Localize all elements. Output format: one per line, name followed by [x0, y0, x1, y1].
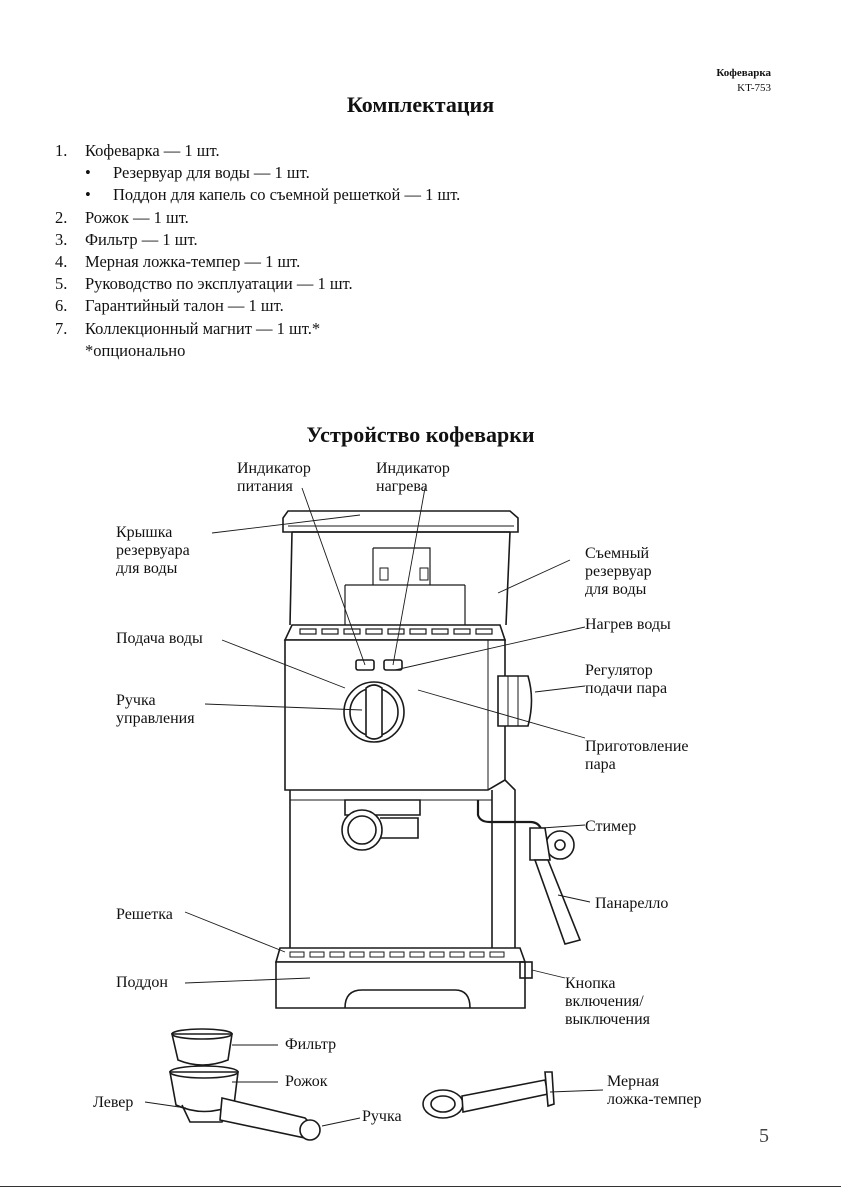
water-tank-shape — [289, 531, 511, 626]
label-filter: Фильтр — [285, 1036, 337, 1053]
header-model: KT-753 — [737, 82, 771, 94]
header-brand: Кофеварка — [716, 67, 771, 79]
heat-indicator-shape — [383, 659, 403, 671]
label-lever: Левер — [93, 1094, 134, 1111]
tank-lid-shape — [282, 510, 519, 533]
list-item: •Поддон для капель со съемной решеткой —… — [85, 185, 461, 205]
drip-tray-shape — [275, 961, 526, 1009]
list-item: 6.Гарантийный талон — 1 шт. — [55, 296, 284, 316]
page-number: 5 — [759, 1125, 769, 1147]
list-item: *опционально — [85, 340, 186, 360]
panarello-shape — [529, 827, 551, 861]
section-title-device: Устройство кофеварки — [306, 422, 535, 447]
list-item: •Резервуар для воды — 1 шт. — [85, 163, 310, 183]
contents-list: 1.Кофеварка — 1 шт. •Резервуар для воды … — [55, 140, 460, 362]
label-handle: Ручка — [362, 1108, 402, 1125]
list-item: 1.Кофеварка — 1 шт. — [55, 141, 220, 160]
steam-regulator-shape — [497, 675, 533, 727]
list-item: 2.Рожок — 1 шт. — [55, 207, 189, 227]
list-item: 3.Фильтр — 1 шт. — [55, 229, 198, 249]
bottom-rule — [0, 1186, 841, 1187]
list-item: 7.Коллекционный магнит — 1 шт.* — [55, 318, 321, 338]
cup-tray-shape — [283, 624, 507, 641]
label-steamer: Стимер — [585, 818, 637, 835]
steamer-shape — [476, 800, 544, 833]
list-item: 5.Руководство по эксплуатации — 1 шт. — [55, 274, 353, 294]
tamper-shape — [422, 1089, 464, 1119]
label-water-heating: Нагрев воды — [585, 616, 671, 633]
list-item: 4.Мерная ложка-темпер — 1 шт. — [55, 252, 301, 272]
label-tray: Поддон — [116, 974, 168, 991]
label-water-supply: Подача воды — [116, 630, 203, 647]
label-holder: Рожок — [285, 1073, 328, 1090]
holder-handle-shape — [219, 1097, 313, 1139]
filter-shape — [170, 1033, 233, 1066]
section-title-contents: Комплектация — [346, 92, 495, 117]
drip-grate-shape — [274, 947, 527, 963]
label-grate: Решетка — [116, 906, 173, 923]
power-indicator-shape — [355, 659, 375, 671]
label-panarello: Панарелло — [595, 895, 669, 912]
